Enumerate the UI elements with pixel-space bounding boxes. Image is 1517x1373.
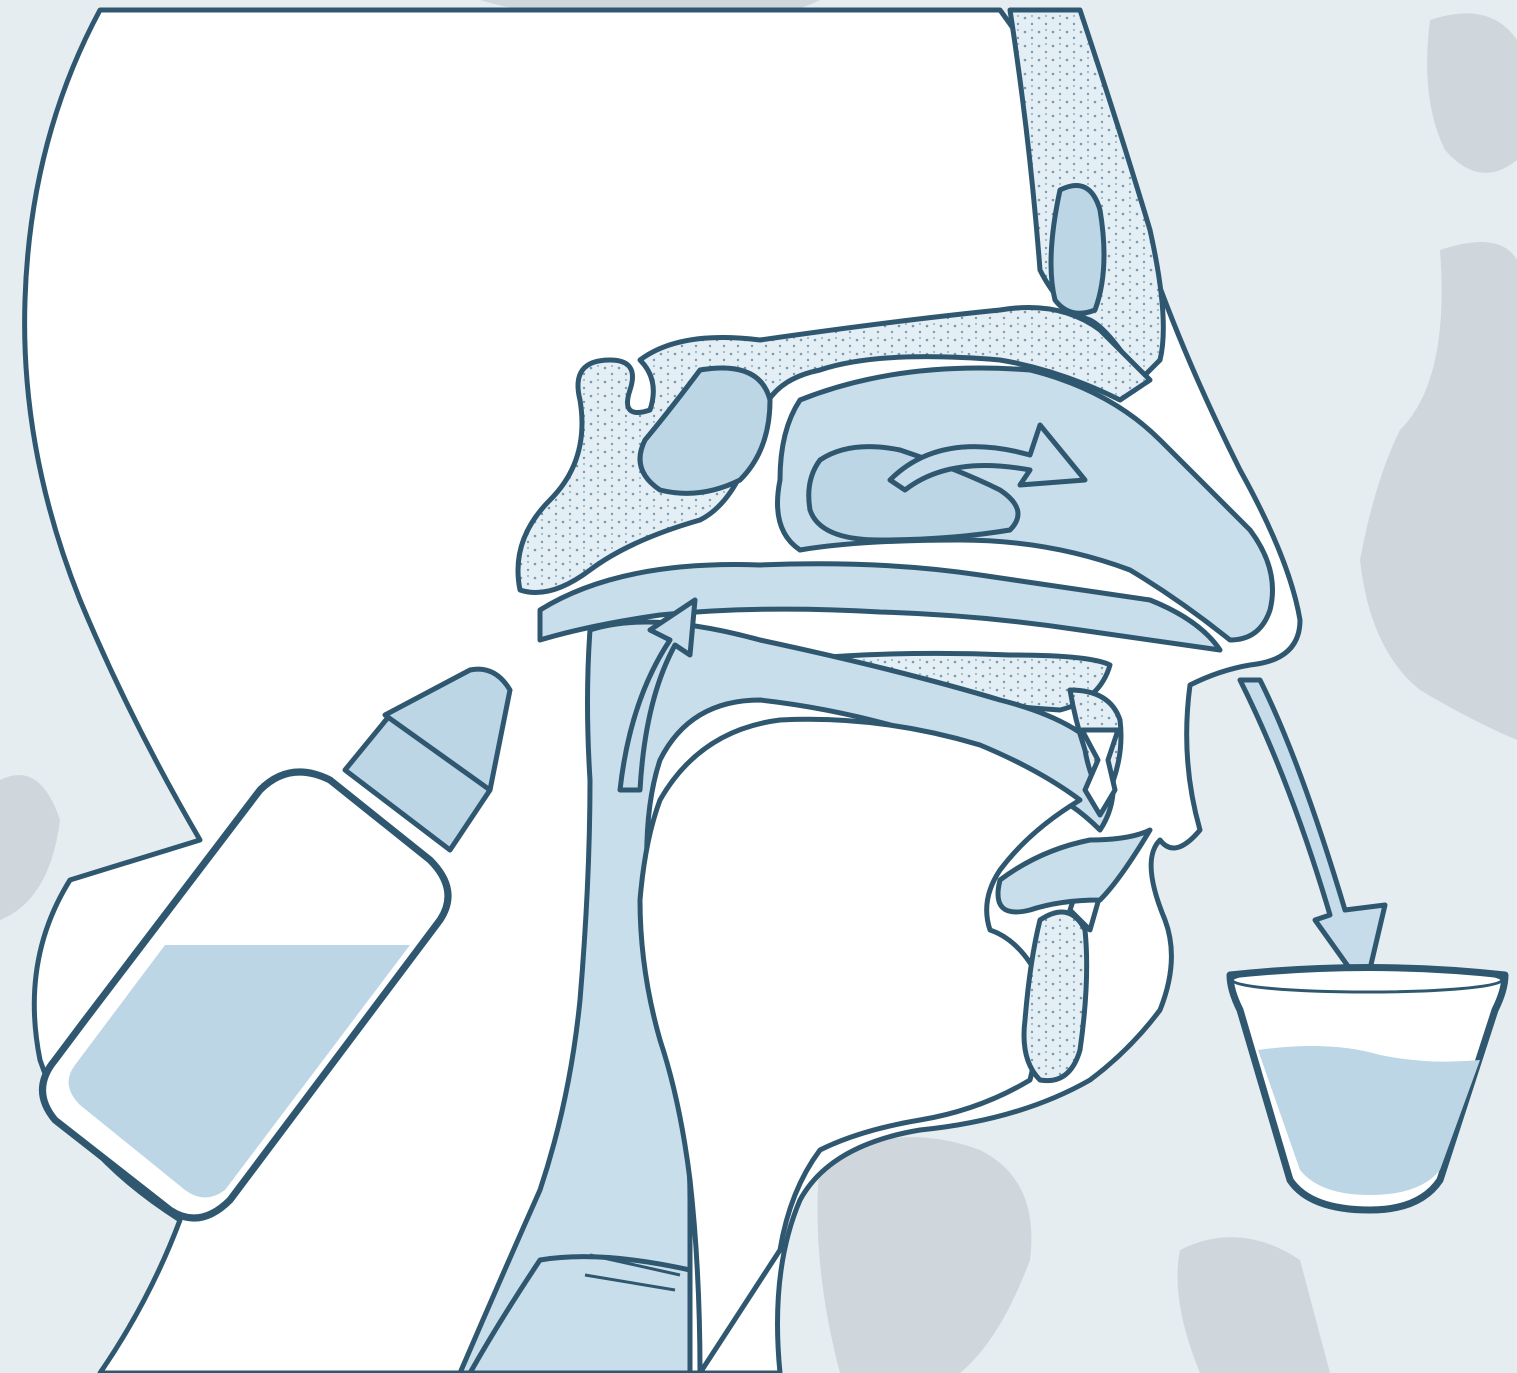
frontal-sinus [1051, 186, 1104, 314]
